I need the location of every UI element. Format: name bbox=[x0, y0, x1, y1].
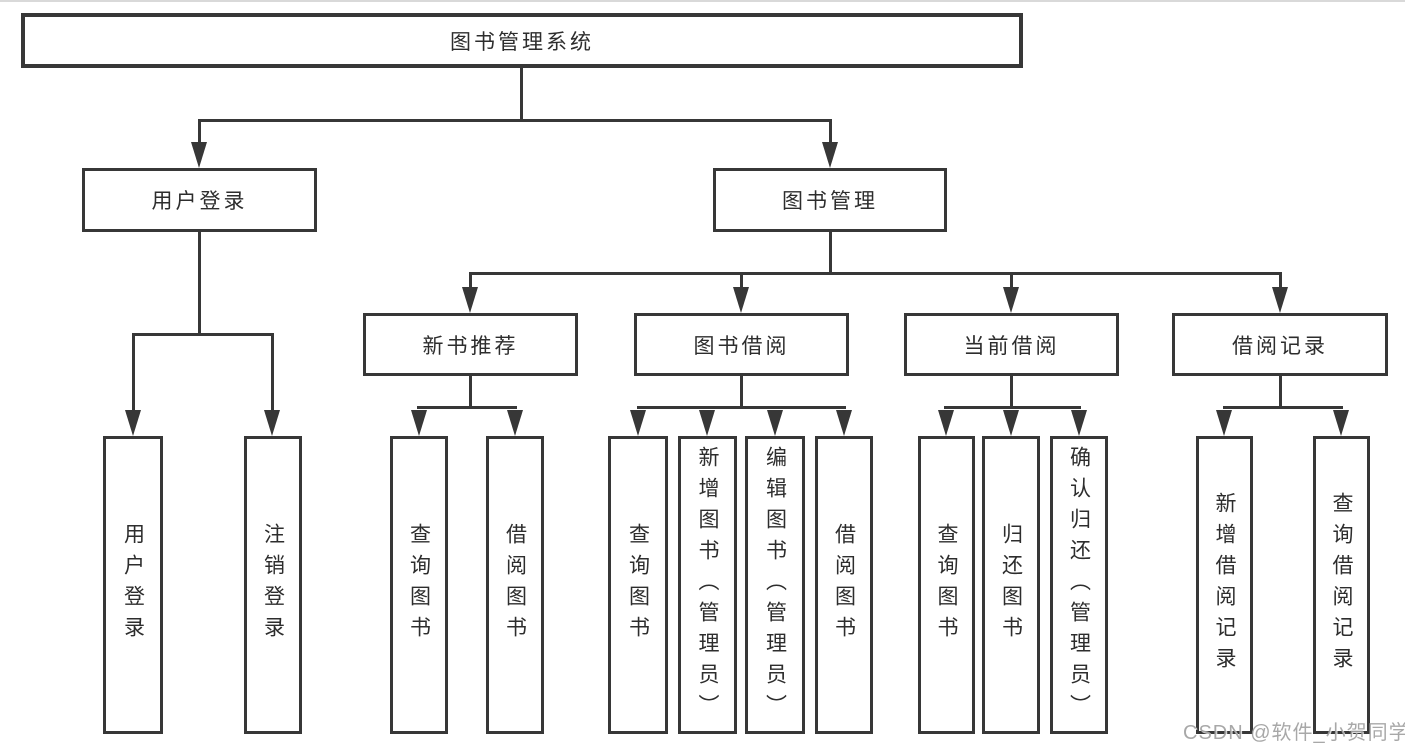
leaf-query-borrow-record: 查询借阅记录 bbox=[1313, 436, 1370, 734]
arrow-down-icon bbox=[630, 410, 646, 436]
arrow-down-icon bbox=[1333, 410, 1349, 436]
arrow-down-icon bbox=[507, 410, 523, 436]
connector-line bbox=[1223, 406, 1343, 409]
arrow-down-icon bbox=[699, 410, 715, 436]
leaf-label: 确认归还（管理员） bbox=[1067, 445, 1091, 725]
connector-line bbox=[829, 231, 832, 275]
arrow-down-icon bbox=[1272, 287, 1288, 313]
connector-line bbox=[1010, 375, 1013, 409]
connector-line bbox=[1279, 272, 1282, 290]
node-current-borrowing: 当前借阅 bbox=[904, 313, 1119, 376]
connector-line bbox=[637, 406, 846, 409]
connector-line bbox=[469, 375, 472, 409]
leaf-query-books: 查询图书 bbox=[608, 436, 668, 734]
connector-line bbox=[1279, 375, 1282, 409]
connector-line bbox=[469, 272, 472, 290]
arrow-down-icon bbox=[1003, 410, 1019, 436]
leaf-query-books: 查询图书 bbox=[390, 436, 448, 734]
leaf-borrow-books: 借阅图书 bbox=[815, 436, 873, 734]
connector-line bbox=[417, 406, 517, 409]
node-borrowing-records: 借阅记录 bbox=[1172, 313, 1388, 376]
leaf-label: 用户登录 bbox=[121, 523, 145, 647]
leaf-add-books-admin: 新增图书（管理员） bbox=[678, 436, 737, 734]
node-library-management-system: 图书管理系统 bbox=[21, 13, 1023, 68]
leaf-add-borrow-record: 新增借阅记录 bbox=[1196, 436, 1253, 734]
arrow-down-icon bbox=[767, 410, 783, 436]
connector-line bbox=[520, 68, 523, 122]
connector-line bbox=[469, 272, 1282, 275]
arrow-down-icon bbox=[125, 410, 141, 436]
leaf-label: 查询图书 bbox=[626, 523, 650, 647]
leaf-label: 编辑图书（管理员） bbox=[763, 445, 787, 725]
connector-line bbox=[740, 375, 743, 409]
leaf-confirm-return-admin: 确认归还（管理员） bbox=[1050, 436, 1108, 734]
leaf-edit-books-admin: 编辑图书（管理员） bbox=[745, 436, 805, 734]
leaf-label: 借阅图书 bbox=[832, 523, 856, 647]
arrow-down-icon bbox=[836, 410, 852, 436]
node-label: 当前借阅 bbox=[963, 334, 1060, 358]
connector-line bbox=[1010, 272, 1013, 290]
leaf-label: 新增图书（管理员） bbox=[696, 445, 719, 725]
leaf-return-books: 归还图书 bbox=[982, 436, 1040, 734]
arrow-down-icon bbox=[264, 410, 280, 436]
leaf-query-books: 查询图书 bbox=[918, 436, 975, 734]
leaf-logout: 注销登录 bbox=[244, 436, 302, 734]
node-new-book-recommendation: 新书推荐 bbox=[363, 313, 578, 376]
connector-line bbox=[740, 272, 743, 290]
node-label: 用户登录 bbox=[151, 190, 248, 213]
leaf-borrow-books: 借阅图书 bbox=[486, 436, 544, 734]
watermark: CSDN @软件_小贺同学 bbox=[1183, 722, 1405, 744]
connector-line bbox=[132, 333, 135, 413]
node-label: 图书借阅 bbox=[693, 334, 790, 358]
node-label: 图书管理 bbox=[782, 190, 878, 213]
leaf-label: 查询借阅记录 bbox=[1330, 492, 1353, 678]
arrow-down-icon bbox=[733, 287, 749, 313]
connector-line bbox=[198, 119, 201, 145]
arrow-down-icon bbox=[1216, 410, 1232, 436]
node-user-login: 用户登录 bbox=[82, 168, 317, 232]
leaf-label: 归还图书 bbox=[999, 523, 1023, 647]
connector-line bbox=[944, 406, 1081, 409]
connector-line bbox=[132, 333, 274, 336]
node-book-borrowing: 图书借阅 bbox=[634, 313, 849, 376]
arrow-down-icon bbox=[938, 410, 954, 436]
leaf-label: 注销登录 bbox=[261, 523, 285, 647]
connector-line bbox=[829, 119, 832, 145]
arrow-down-icon bbox=[411, 410, 427, 436]
node-label: 借阅记录 bbox=[1232, 334, 1328, 358]
node-label: 新书推荐 bbox=[422, 334, 519, 358]
leaf-user-login: 用户登录 bbox=[103, 436, 163, 734]
leaf-label: 借阅图书 bbox=[503, 523, 527, 647]
leaf-label: 新增借阅记录 bbox=[1213, 492, 1236, 678]
arrow-down-icon bbox=[1003, 287, 1019, 313]
leaf-label: 查询图书 bbox=[407, 523, 431, 647]
connector-line bbox=[198, 119, 831, 122]
node-book-management: 图书管理 bbox=[713, 168, 947, 232]
connector-line bbox=[198, 231, 201, 336]
arrow-down-icon bbox=[1071, 410, 1087, 436]
top-border-strip bbox=[0, 0, 1405, 2]
connector-line bbox=[271, 333, 274, 413]
arrow-down-icon bbox=[822, 142, 838, 168]
leaf-label: 查询图书 bbox=[935, 523, 958, 647]
arrow-down-icon bbox=[462, 287, 478, 313]
arrow-down-icon bbox=[191, 142, 207, 168]
node-label: 图书管理系统 bbox=[450, 30, 594, 54]
